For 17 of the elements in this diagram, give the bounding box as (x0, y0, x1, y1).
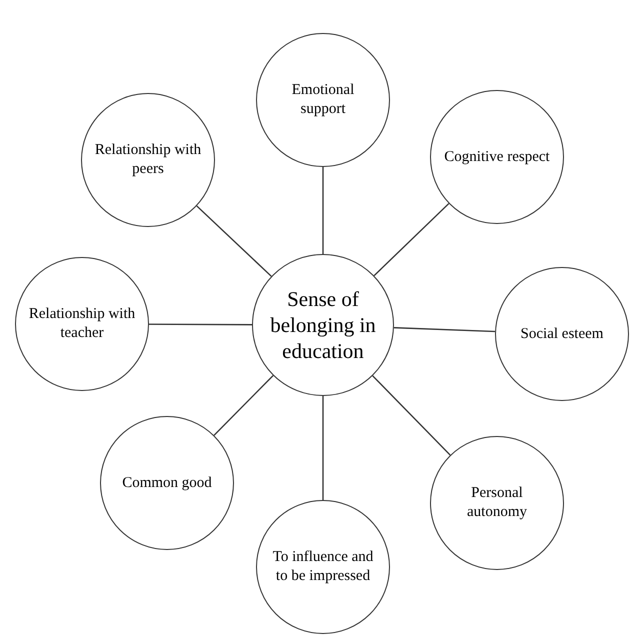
concept-label: Common good (122, 474, 212, 492)
connector-line (214, 375, 274, 436)
concept-label: Sense of belonging in education (269, 286, 377, 364)
concept-label: Personal autonomy (466, 484, 528, 522)
connector-line (322, 167, 324, 254)
connector-line (394, 327, 496, 332)
concept-label: Relationship with peers (94, 141, 202, 179)
concept-label: Relationship with teacher (28, 305, 136, 343)
concept-label: Social esteem (520, 324, 604, 344)
connector-line (322, 396, 324, 500)
connector-line (374, 203, 450, 276)
concept-label: Cognitive respect (444, 148, 550, 166)
connector-line (149, 324, 252, 326)
concept-label: Emotional support (290, 81, 356, 119)
connector-line (196, 206, 272, 277)
connector-line (372, 375, 451, 456)
concept-label: To influence and to be impressed (272, 548, 374, 586)
